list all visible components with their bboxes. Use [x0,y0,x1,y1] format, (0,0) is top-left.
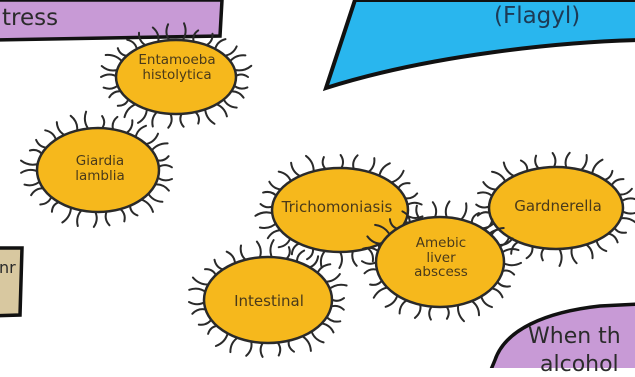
top-right-banner [326,0,635,88]
entamoeba-line-1: Entamoeba [117,53,237,68]
organism-label-gardnerella: Gardnerella [495,198,621,214]
organism-label-trichomoniasis: Trichomoniasis [266,199,408,215]
organism-hair [559,248,562,266]
organism-label-giardia: Giardia lamblia [50,154,150,183]
organism-label-intestinal: Intestinal [211,293,327,309]
amebic-line-3: abscess [386,265,496,280]
giardia-line-2: lamblia [50,169,150,184]
giardia-line-1: Giardia [50,154,150,169]
scene [0,0,635,368]
organism-label-amebic: Amebic liver abscess [386,236,496,280]
organism-hair [216,332,228,346]
top-right-banner-text: (Flagyl) [494,3,580,29]
left-tab-text: nr [0,258,16,277]
top-left-banner-text: tress [2,5,58,31]
organism-hair [270,240,273,258]
amebic-line-1: Amebic [386,236,496,251]
organism-hair [85,112,89,130]
bottom-right-banner-line2: alcohol [540,352,619,377]
gardnerella-line-1: Gardnerella [495,198,621,214]
organism-hair [140,199,153,212]
bottom-right-banner-line1: When th [528,324,621,349]
intestinal-line-1: Intestinal [211,293,327,309]
entamoeba-line-2: histolytica [117,68,237,83]
organism-hair [125,104,138,117]
organism-hair [339,251,342,268]
organism-hair [504,163,516,177]
organism-hair [205,108,214,124]
organism-hair [301,335,311,351]
trichomoniasis-line-1: Trichomoniasis [266,199,408,215]
amebic-line-2: liver [386,251,496,266]
organism-label-entamoeba: Entamoeba histolytica [117,53,237,82]
